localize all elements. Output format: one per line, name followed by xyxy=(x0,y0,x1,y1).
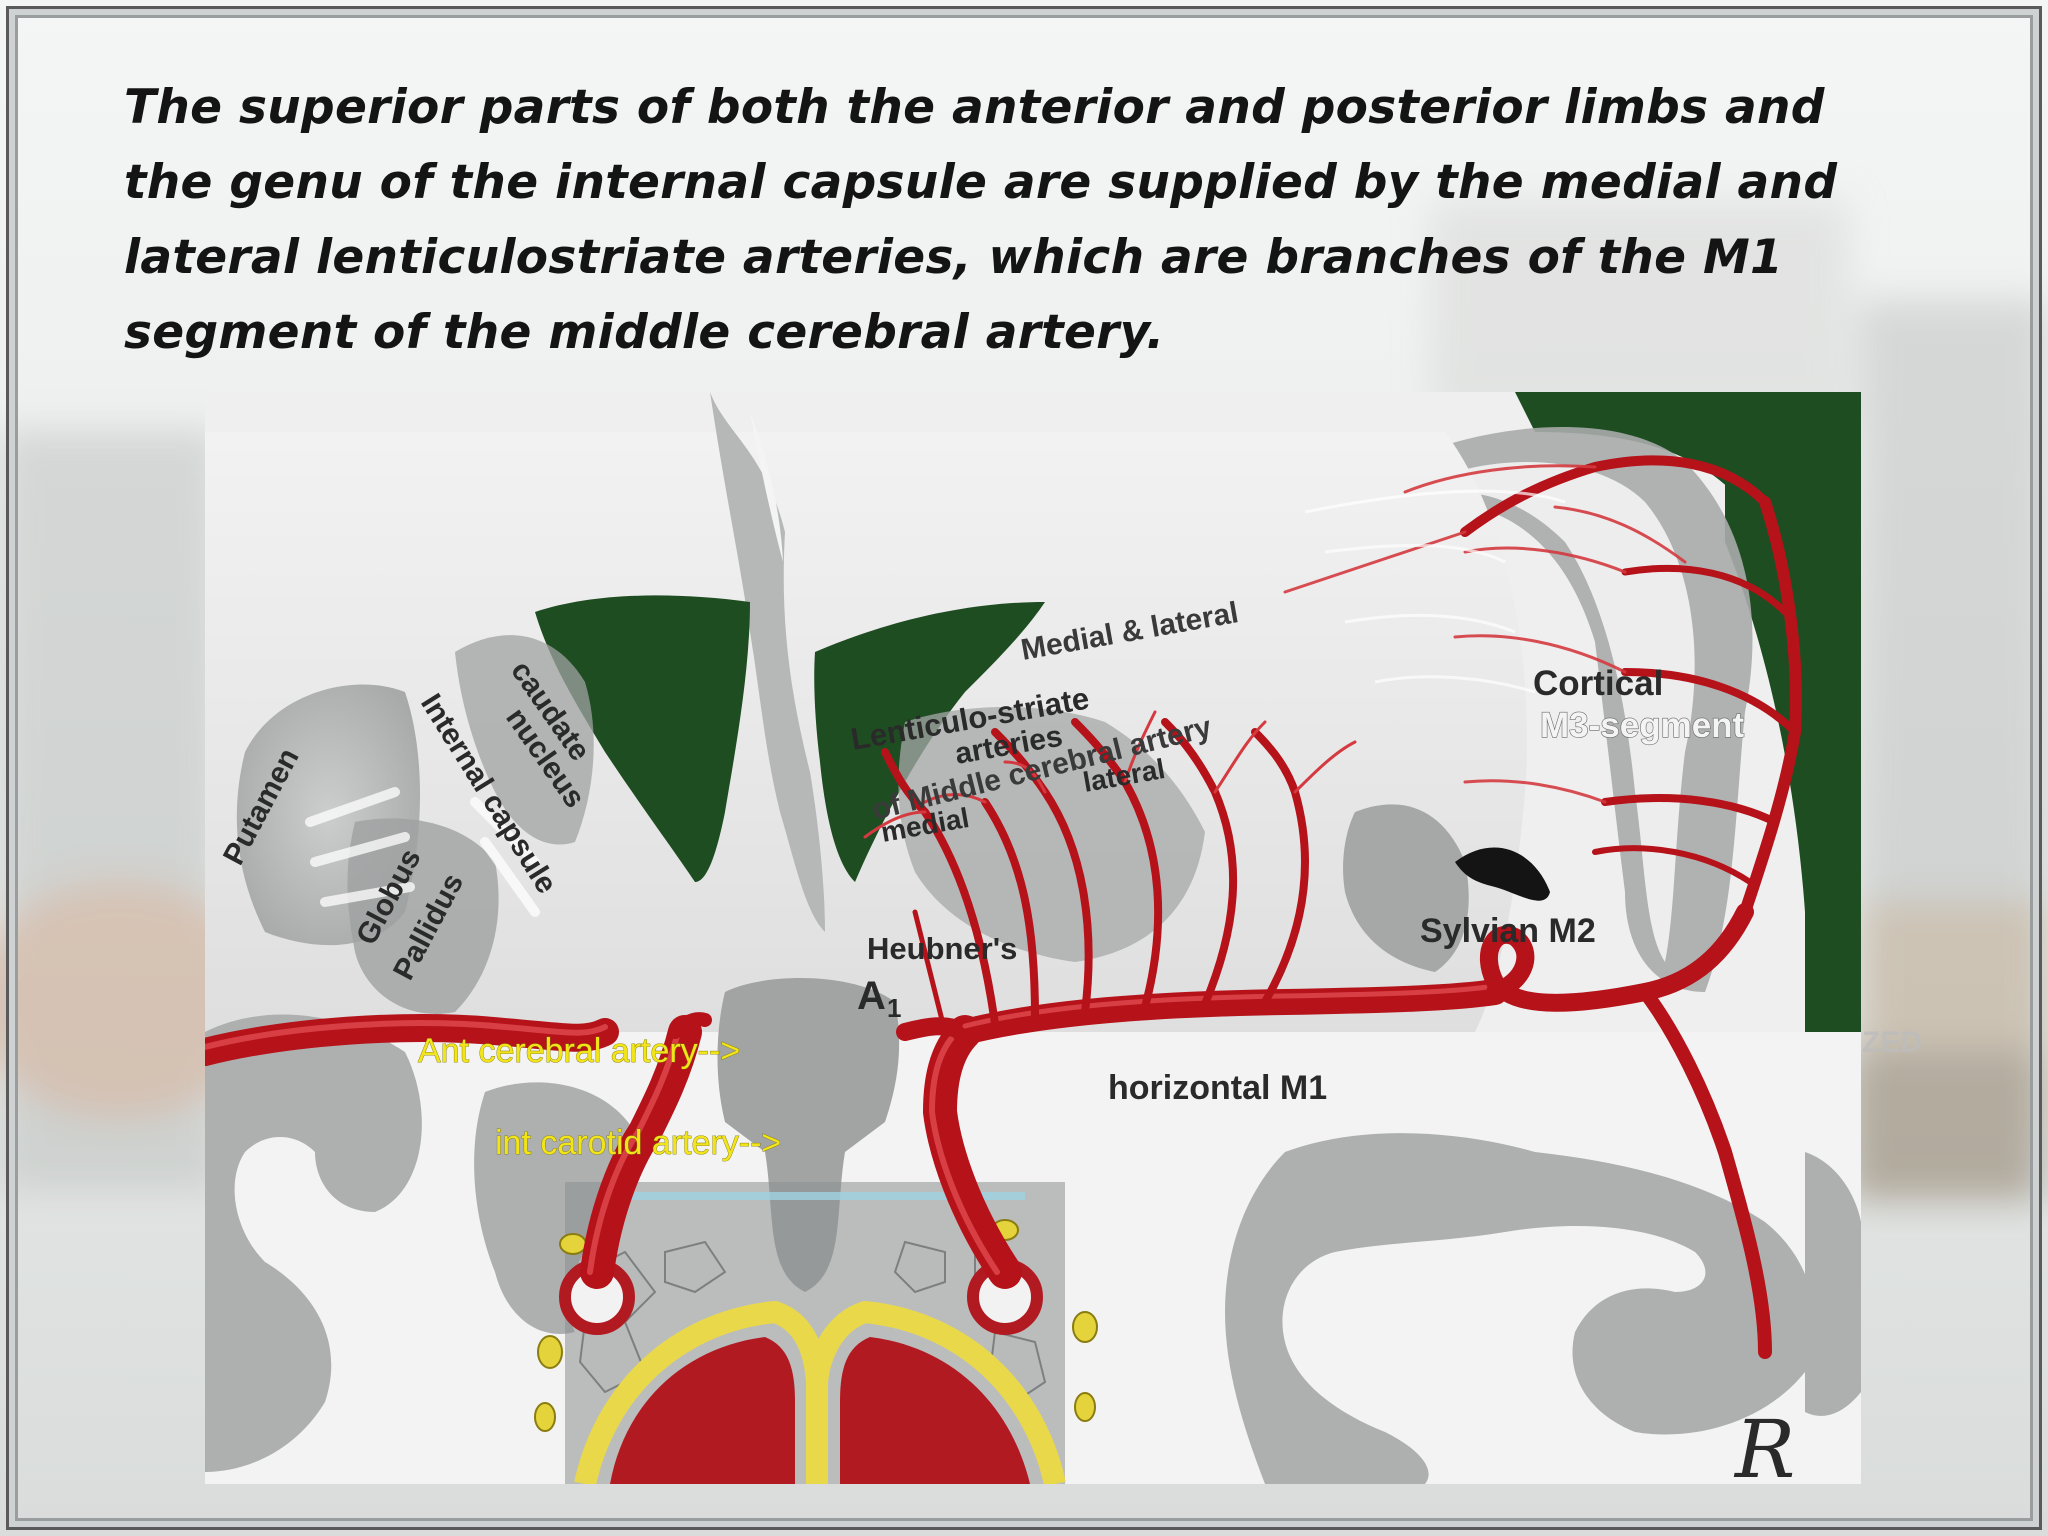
right-lateral-ventricle xyxy=(814,602,1045,882)
left-lateral-ventricle xyxy=(535,595,750,882)
cortical-label: Cortical xyxy=(1533,664,1663,703)
insula-grey xyxy=(1343,804,1469,972)
horizontal-m1-label: horizontal M1 xyxy=(1108,1069,1327,1107)
artist-signature: R xyxy=(1733,1403,1795,1484)
horizontal-m1-artery xyxy=(952,979,1508,1045)
left-a1-stub xyxy=(668,1012,712,1039)
m3-branch-3 xyxy=(1621,668,1799,736)
diagram-svg: caudate nucleus Putamen Internal capsule… xyxy=(205,392,1861,1484)
cortical-twigs xyxy=(1283,464,1687,804)
brainstem-grey xyxy=(717,978,900,1292)
caudate-shape xyxy=(455,635,594,845)
brain-coronal-diagram: caudate nucleus Putamen Internal capsule… xyxy=(205,392,1861,1484)
lower-grey-left xyxy=(205,1014,422,1472)
globus-pallidus-shape xyxy=(347,818,499,1014)
heubners-label: Heubner's xyxy=(867,931,1017,966)
left-internal-carotid-artery xyxy=(580,1015,702,1289)
m3-branch-6 xyxy=(1592,845,1753,885)
a1-label: A xyxy=(857,974,886,1018)
slide-caption: The superior parts of both the anterior … xyxy=(124,80,1838,360)
sylvian-m2-artery xyxy=(1479,903,1754,1012)
sylvian-fissure xyxy=(1455,847,1550,901)
m3-branch-5 xyxy=(1621,564,1789,616)
m3-branch-4 xyxy=(1601,794,1779,826)
watermark-text: ZED xyxy=(1862,1026,1922,1059)
sella-yellow-outline xyxy=(574,1301,1066,1484)
right-internal-carotid-artery xyxy=(923,1015,1022,1289)
int-carotid-artery-label: int carotid artery--> xyxy=(495,1124,781,1162)
lenticulostriate-fine-branches xyxy=(863,710,1357,839)
sella-red-right xyxy=(840,1337,1030,1484)
gyrus-inner-right xyxy=(1455,462,1695,962)
internal-capsule-fibers xyxy=(305,787,540,917)
falx-inner xyxy=(750,412,783,562)
m2-descending-branch xyxy=(1638,985,1772,1359)
lower-grey-right xyxy=(1225,1133,1815,1484)
heubners-artery xyxy=(912,909,948,1035)
ant-cerebral-artery-label: Ant cerebral artery--> xyxy=(418,1032,740,1070)
highlight-strokes xyxy=(1304,489,1566,694)
green-space-top xyxy=(1515,392,1771,532)
lenticulostriate-arteries xyxy=(881,718,1309,1028)
left-anterior-cerebral-artery xyxy=(205,1014,619,1066)
lower-grey-mid xyxy=(474,1082,638,1334)
sylvian-m2-label: Sylvian M2 xyxy=(1420,912,1596,950)
diaphragma xyxy=(605,1192,1025,1200)
m3-segment-label: M3-segment xyxy=(1540,706,1745,745)
a1-subscript: 1 xyxy=(887,993,901,1023)
sella-red-left xyxy=(610,1337,795,1484)
lower-grey-right-2 xyxy=(1805,1152,1861,1416)
falx xyxy=(710,392,825,932)
arteries xyxy=(205,455,1802,1359)
